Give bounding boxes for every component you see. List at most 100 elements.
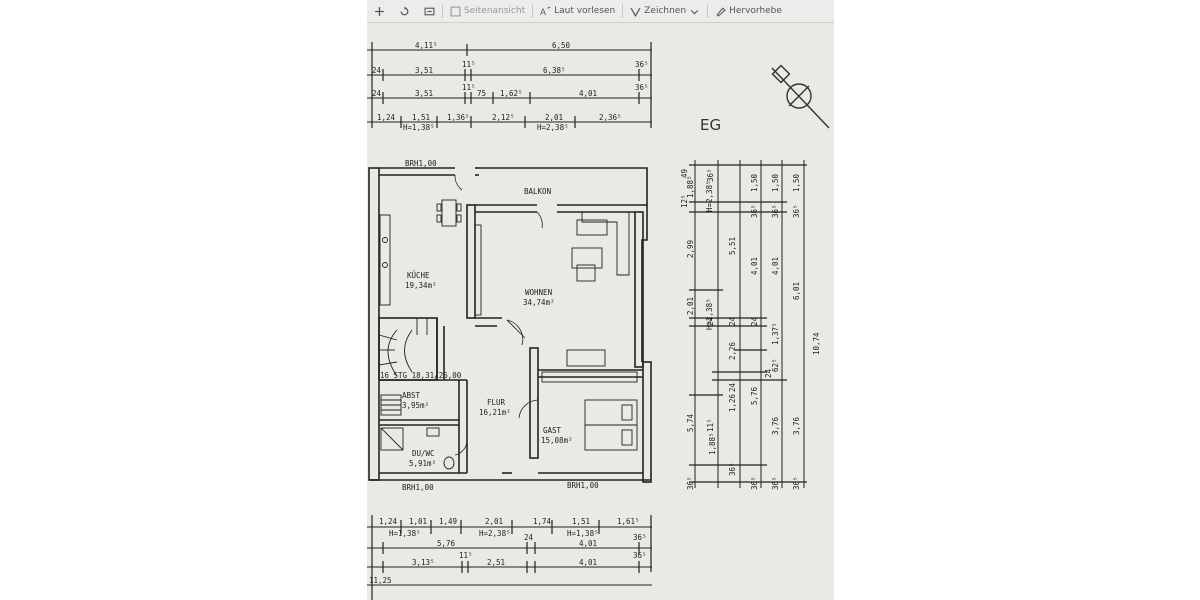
room-flur-area: 16,21m²: [479, 408, 511, 417]
room-gast-area: 15,08m²: [541, 436, 573, 445]
toolbar-divider: [622, 4, 624, 18]
dim-text: 5,76: [437, 539, 456, 548]
dim-text: H=1,38⁵: [403, 123, 435, 132]
dim-text: 24: [728, 316, 737, 326]
dim-text: 3,51: [415, 66, 433, 75]
dim-text: 24: [372, 66, 382, 75]
dim-text: 4,01: [750, 257, 759, 275]
room-abst-area: 3,95m²: [402, 401, 429, 410]
dim-text: 2,01: [545, 113, 563, 122]
dim-text: 1,50: [750, 173, 759, 192]
window-label-bottom-left: BRH1,00: [402, 483, 434, 492]
dim-text: 11⁵: [706, 418, 715, 432]
dim-text: 3,13⁵: [412, 558, 435, 567]
dim-text: 3,76: [771, 416, 780, 435]
dim-text: 36⁵: [633, 533, 647, 542]
room-labels: KÜCHE 19,34m² WOHNEN 34,74m² BALKON FLUR…: [380, 159, 599, 492]
stairs-label: 16 STG 18,31/26,00: [380, 371, 462, 380]
dim-text: 36⁵: [792, 476, 801, 490]
dim-text: 36⁵: [706, 168, 715, 182]
dim-text: H=2,38⁵: [705, 180, 714, 212]
dim-text: 4,11⁵: [415, 41, 438, 50]
dim-text: 1,36⁵: [447, 113, 470, 122]
viewer-toolbar: Seitenansicht A Laut vorlesen Zeichnen H…: [367, 0, 834, 23]
dim-text: 11⁵: [462, 83, 476, 92]
dim-text: 1,24: [379, 517, 398, 526]
dim-text: 4,01: [579, 558, 597, 567]
read-aloud-button[interactable]: A Laut vorlesen: [533, 0, 622, 22]
dim-text: 36⁵: [771, 476, 780, 490]
read-aloud-icon: A: [540, 6, 551, 17]
dim-text: 1,51: [572, 517, 590, 526]
dimension-lines-bottom: [367, 515, 652, 600]
floor-plan: EG KÜCHE 19,34m² WOHNEN 34,74m² BALKON F…: [367, 41, 830, 600]
dim-text: 3,51: [415, 89, 433, 98]
room-flur: FLUR: [487, 398, 506, 407]
dim-text: 24: [764, 368, 773, 378]
dim-text: 36⁵: [635, 60, 649, 69]
room-balkon: BALKON: [524, 187, 551, 196]
dim-text: 24: [524, 533, 534, 542]
room-duwc-area: 5,91m²: [409, 459, 436, 468]
document-page: EG KÜCHE 19,34m² WOHNEN 34,74m² BALKON F…: [367, 23, 834, 600]
toolbar-divider: [707, 4, 709, 18]
draw-icon: [630, 7, 641, 17]
chevron-down-icon: [690, 9, 699, 14]
dim-text: 24: [750, 316, 759, 326]
fit-page-button[interactable]: [417, 0, 442, 22]
page-view-button[interactable]: Seitenansicht: [443, 0, 532, 22]
page-view-icon: [450, 6, 461, 16]
dim-text: 1,49: [439, 517, 457, 526]
room-wohnen: WOHNEN: [525, 288, 552, 297]
dim-text: 36⁵: [686, 476, 695, 490]
dim-text: 3,76: [792, 416, 801, 435]
dim-text: H=2,38⁵: [705, 298, 714, 330]
dim-text: 6,01: [792, 282, 801, 300]
dim-text: 5,74: [686, 413, 695, 432]
dimension-text-bottom: 1,24 1,01 1,49 2,01 1,74 1,51 1,61⁵ H=1,…: [369, 517, 647, 585]
dim-text: 4,01: [579, 89, 597, 98]
dim-text: 1,01: [409, 517, 427, 526]
dim-text: 36⁵: [633, 551, 647, 560]
dim-text: 1,26: [728, 393, 737, 412]
dim-text: 36⁵: [771, 204, 780, 218]
dim-text: 12⁵: [680, 194, 689, 208]
dim-text: 36⁵: [728, 462, 737, 476]
room-abst: ABST: [402, 391, 421, 400]
walls: [368, 167, 652, 483]
highlight-button[interactable]: Hervorhebe: [708, 0, 789, 22]
dim-text: 1,37⁵: [771, 322, 780, 345]
window-label-top: BRH1,00: [405, 159, 437, 168]
dim-text: 36⁵: [792, 204, 801, 218]
add-button[interactable]: [367, 0, 392, 22]
floor-label: EG: [700, 116, 721, 134]
dim-text: 10,74: [812, 332, 821, 355]
dim-text: H=2,38⁵: [479, 529, 511, 538]
dim-text: 2,36⁵: [599, 113, 622, 122]
window-label-bottom-right: BRH1,00: [567, 481, 599, 490]
dim-text: 6,50: [552, 41, 571, 50]
dim-text: 2,51: [487, 558, 505, 567]
draw-button[interactable]: Zeichnen: [623, 0, 707, 22]
dim-text: 2,01: [485, 517, 503, 526]
dimension-lines-top: [367, 42, 652, 128]
dim-text: 36⁵: [750, 476, 759, 490]
dim-text: 1,50: [792, 173, 801, 192]
dim-text: 49: [680, 169, 689, 178]
dim-text: 1,74: [533, 517, 552, 526]
dim-text: 1,24: [377, 113, 396, 122]
dim-text: 2,26: [728, 341, 737, 360]
dim-text: 5,51: [728, 237, 737, 255]
room-gast: GAST: [543, 426, 562, 435]
dim-text: 2,12⁵: [492, 113, 515, 122]
dimension-text-top: 4,11⁵ 6,50 24 3,51 11⁵ 6,38⁵ 36⁵ 24 3,51…: [372, 41, 649, 132]
rotate-button[interactable]: [392, 0, 417, 22]
room-duwc: DU/WC: [412, 449, 435, 458]
toolbar-divider: [532, 4, 534, 18]
dim-text: 6,38⁵: [543, 66, 566, 75]
dim-text: 2,01: [686, 297, 695, 315]
room-wohnen-area: 34,74m²: [523, 298, 555, 307]
fit-page-icon: [424, 7, 435, 15]
page-view-label: Seitenansicht: [464, 6, 526, 16]
dim-text: 36⁵: [635, 83, 649, 92]
